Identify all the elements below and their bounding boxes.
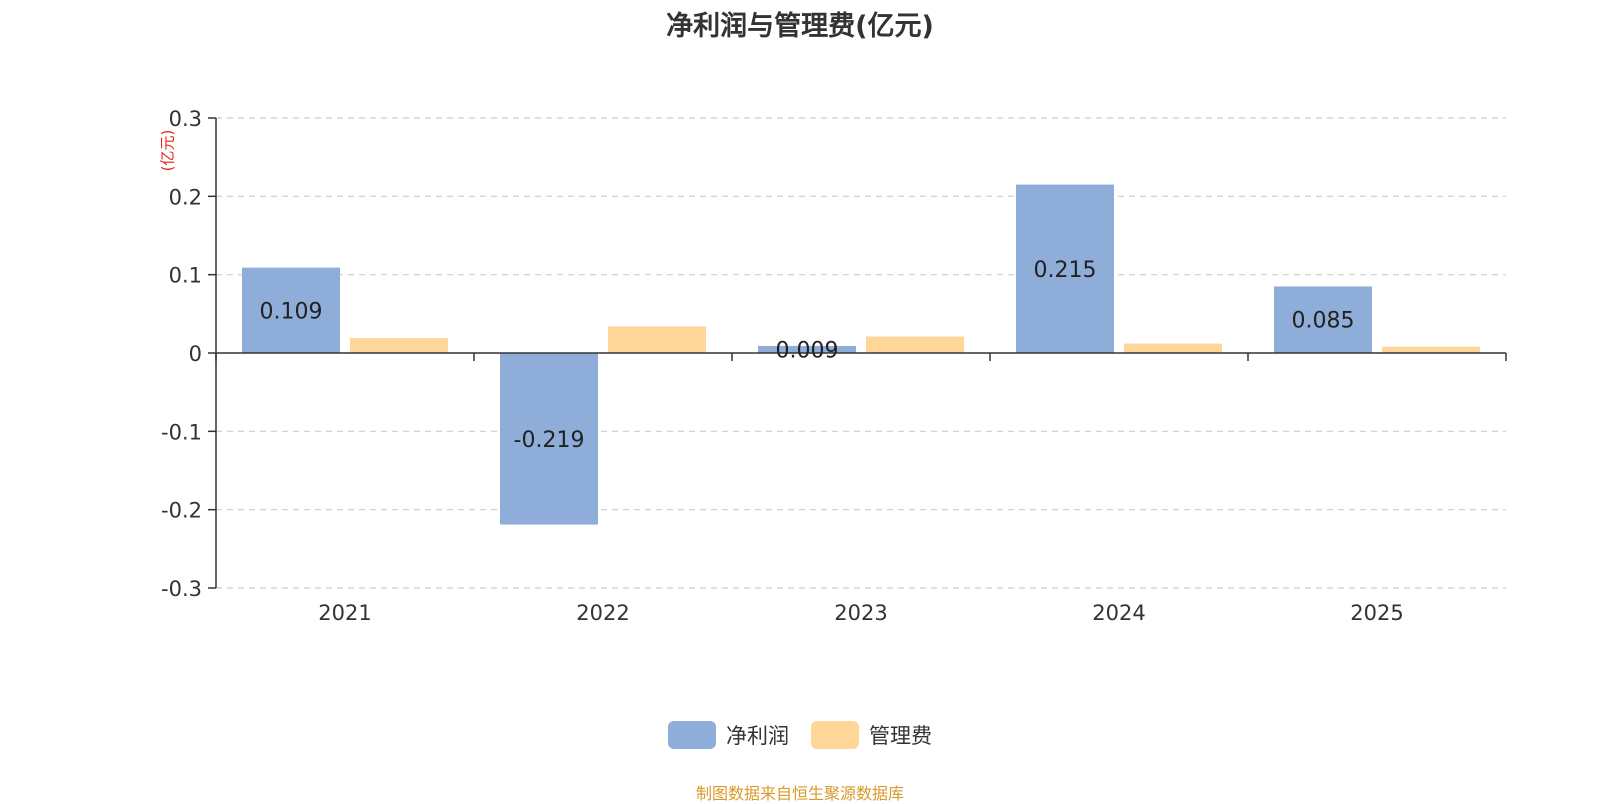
x-tick-label: 2022 (576, 601, 629, 625)
bar-admin-expense (608, 326, 706, 353)
bar-net-profit (500, 353, 598, 525)
legend-swatch-admin-expense (811, 721, 859, 749)
y-tick-label: -0.1 (161, 420, 202, 444)
data-label: -0.219 (514, 428, 585, 453)
bar-chart: 0.3 0.2 0.1 0 -0.1 -0.2 -0.3 2021 2022 2023 2024 20… (161, 107, 1507, 625)
data-label: 0.009 (776, 338, 839, 363)
x-tick-label: 2023 (834, 601, 887, 625)
bar-net-profit (1016, 184, 1114, 353)
x-tick-label: 2025 (1350, 601, 1403, 625)
chart-title: 净利润与管理费(亿元) (666, 11, 934, 42)
bar-net-profit (242, 267, 340, 353)
y-tick-label: 0 (189, 342, 202, 366)
data-source-note: 制图数据来自恒生聚源数据库 (695, 784, 904, 803)
bar-net-profit (758, 345, 856, 353)
legend-label-net-profit: 净利润 (726, 724, 789, 748)
gridlines (216, 117, 1506, 589)
y-tick-label: -0.3 (161, 577, 202, 601)
legend-item-admin-expense[interactable]: 管理费 (811, 720, 932, 750)
data-label: 0.109 (260, 299, 323, 324)
bar-admin-expense (1382, 346, 1480, 353)
legend-swatch-net-profit (668, 721, 716, 749)
y-tick-label: 0.2 (169, 185, 202, 209)
labels: 0.109 -0.219 0.009 0.215 0.085 (260, 258, 1355, 453)
bar-admin-expense (350, 338, 448, 353)
y-tick-label: 0.1 (169, 264, 202, 288)
bar-admin-expense (1124, 343, 1222, 353)
legend-item-net-profit[interactable]: 净利润 (668, 720, 789, 750)
bar-net-profit (1274, 286, 1372, 353)
y-tick-label: -0.2 (161, 499, 202, 523)
bars (242, 184, 1480, 525)
legend-label-admin-expense: 管理费 (869, 724, 932, 748)
axes: 0.3 0.2 0.1 0 -0.1 -0.2 -0.3 2021 2022 2023 2024 20… (161, 107, 1507, 625)
legend: 净利润 管理费 (0, 720, 1600, 750)
data-label: 0.085 (1292, 309, 1355, 334)
data-label: 0.215 (1034, 258, 1097, 283)
x-tick-label: 2024 (1092, 601, 1145, 625)
y-tick-label: 0.3 (169, 107, 202, 131)
x-tick-label: 2021 (318, 601, 371, 625)
bar-admin-expense (866, 336, 964, 353)
